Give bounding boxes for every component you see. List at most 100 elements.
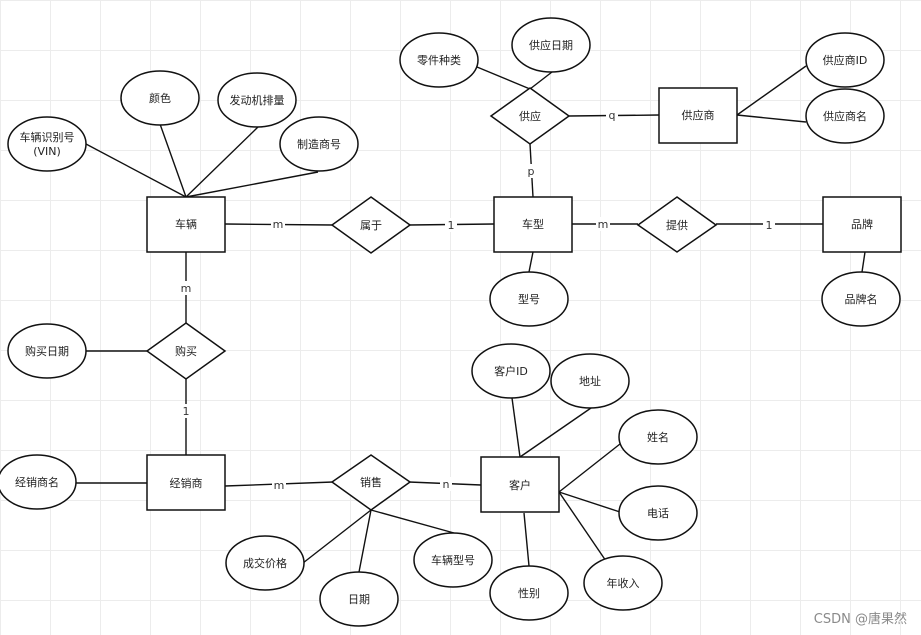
attr-vin-line2: (VIN) (33, 145, 61, 158)
entity-supplier-label: 供应商 (682, 108, 715, 122)
attr-part-type[interactable]: 零件种类 (399, 32, 479, 88)
attr-maker-no[interactable]: 制造商号 (279, 116, 359, 172)
attr-supply-date-label: 供应日期 (529, 38, 573, 52)
attr-purchase-date-label: 购买日期 (25, 344, 69, 358)
edge-color-car (159, 123, 187, 198)
attr-part-type-label: 零件种类 (417, 53, 461, 67)
edge-maker-car (185, 171, 319, 198)
relationship-belongs-label: 属于 (360, 219, 382, 232)
attr-engine[interactable]: 发动机排量 (217, 72, 297, 128)
watermark: CSDN @唐果然 (813, 612, 907, 627)
attr-customer-id-label: 客户ID (494, 364, 528, 378)
attributes: 车辆识别号 (VIN) 颜色 发动机排量 制造商号 零件种类 供应日期 供应商I… (0, 17, 901, 627)
attr-deal-price[interactable]: 成交价格 (225, 535, 305, 591)
edge-model-modelno (528, 251, 534, 273)
entity-dealer[interactable]: 经销商 (146, 454, 226, 511)
attr-car-model-no-label: 车辆型号 (431, 553, 475, 567)
entity-customer[interactable]: 客户 (480, 456, 560, 513)
edge-customer-phone (558, 491, 621, 513)
card-supply-supplier: q (609, 109, 616, 122)
attr-date[interactable]: 日期 (319, 571, 399, 627)
edge-supplier-id (736, 65, 807, 116)
edge-sale-carmodel (370, 509, 455, 534)
attr-vin-line1: 车辆识别号 (20, 130, 75, 144)
attr-name[interactable]: 姓名 (618, 409, 698, 465)
attr-dealer-name-label: 经销商名 (15, 475, 59, 489)
edge-parttype-supply (476, 66, 531, 90)
card-dealer-sale: m (274, 479, 285, 492)
attr-address[interactable]: 地址 (550, 353, 630, 409)
entity-brand-label: 品牌 (851, 217, 873, 231)
card-model-provide: m (598, 218, 609, 231)
attr-model-no[interactable]: 型号 (489, 271, 569, 327)
attr-deal-price-label: 成交价格 (243, 556, 287, 570)
edge-supplier-name (736, 114, 807, 123)
edge-brand-brandname (861, 251, 866, 273)
card-car-belongs: m (273, 218, 284, 231)
card-purchase-dealer: 1 (183, 405, 190, 418)
edge-sale-price (302, 509, 372, 564)
attr-color-label: 颜色 (149, 91, 171, 105)
attr-phone-label: 电话 (647, 507, 669, 520)
card-supply-model: p (528, 165, 535, 178)
entity-car-label: 车辆 (175, 217, 197, 231)
relationship-provide[interactable]: 提供 (636, 196, 718, 253)
attr-income[interactable]: 年收入 (583, 555, 663, 611)
attr-dealer-name[interactable]: 经销商名 (0, 454, 77, 510)
edge-sale-date (358, 509, 372, 573)
attr-name-label: 姓名 (647, 430, 669, 444)
edge-vin-car (85, 143, 187, 198)
attr-gender-label: 性别 (518, 586, 540, 600)
edge-supplydate-supply (529, 71, 553, 90)
edge-engine-car (185, 126, 259, 198)
edge-customer-gender (523, 512, 530, 567)
relationship-belongs[interactable]: 属于 (330, 196, 412, 254)
attr-supplier-id[interactable]: 供应商ID (805, 32, 885, 88)
card-car-purchase: m (181, 282, 192, 295)
attr-engine-label: 发动机排量 (230, 93, 285, 107)
relationship-provide-label: 提供 (666, 218, 688, 232)
attr-date-label: 日期 (348, 593, 370, 606)
entity-model-label: 车型 (522, 217, 544, 231)
attr-gender[interactable]: 性别 (489, 565, 569, 621)
entity-car[interactable]: 车辆 (146, 196, 226, 253)
entities: 车辆 车型 供应商 品牌 经销商 客户 (146, 87, 902, 513)
relationship-purchase-label: 购买 (175, 344, 197, 358)
entity-dealer-label: 经销商 (170, 476, 203, 490)
attr-car-model-no[interactable]: 车辆型号 (413, 532, 493, 588)
attr-vin[interactable]: 车辆识别号 (VIN) (7, 116, 87, 172)
edge-customer-income (558, 491, 607, 562)
attr-supplier-id-label: 供应商ID (823, 53, 868, 67)
attr-supplier-name-label: 供应商名 (823, 109, 867, 123)
card-sale-customer: n (443, 478, 450, 491)
attr-income-label: 年收入 (607, 576, 640, 590)
relationships: 属于 供应 提供 购买 销售 (145, 87, 718, 511)
attr-brand-name[interactable]: 品牌名 (821, 271, 901, 327)
attr-color[interactable]: 颜色 (120, 70, 200, 126)
relationship-sale-label: 销售 (360, 475, 382, 489)
relationship-supply-label: 供应 (519, 109, 541, 123)
edge-customer-address (519, 407, 592, 458)
attr-supplier-name[interactable]: 供应商名 (805, 88, 885, 144)
relationship-purchase[interactable]: 购买 (145, 322, 227, 380)
relationship-supply[interactable]: 供应 (489, 87, 571, 145)
attr-address-label: 地址 (579, 374, 601, 388)
relationship-sale[interactable]: 销售 (330, 454, 412, 511)
entity-supplier[interactable]: 供应商 (658, 87, 738, 144)
card-provide-brand: 1 (766, 219, 773, 232)
attr-brand-name-label: 品牌名 (845, 292, 878, 306)
entity-brand[interactable]: 品牌 (822, 196, 902, 253)
edge-customer-name (558, 443, 621, 493)
attr-purchase-date[interactable]: 购买日期 (7, 323, 87, 379)
attr-model-no-label: 型号 (518, 292, 540, 306)
edge-customer-id (511, 397, 521, 458)
attr-supply-date[interactable]: 供应日期 (511, 17, 591, 73)
card-belongs-model: 1 (448, 219, 455, 232)
attr-customer-id[interactable]: 客户ID (471, 343, 551, 399)
attr-maker-no-label: 制造商号 (297, 137, 341, 151)
entity-model[interactable]: 车型 (493, 196, 573, 253)
cardinalities: m 1 q p m 1 m 1 m n (179, 108, 775, 492)
entity-customer-label: 客户 (509, 478, 531, 492)
attr-phone[interactable]: 电话 (618, 485, 698, 541)
